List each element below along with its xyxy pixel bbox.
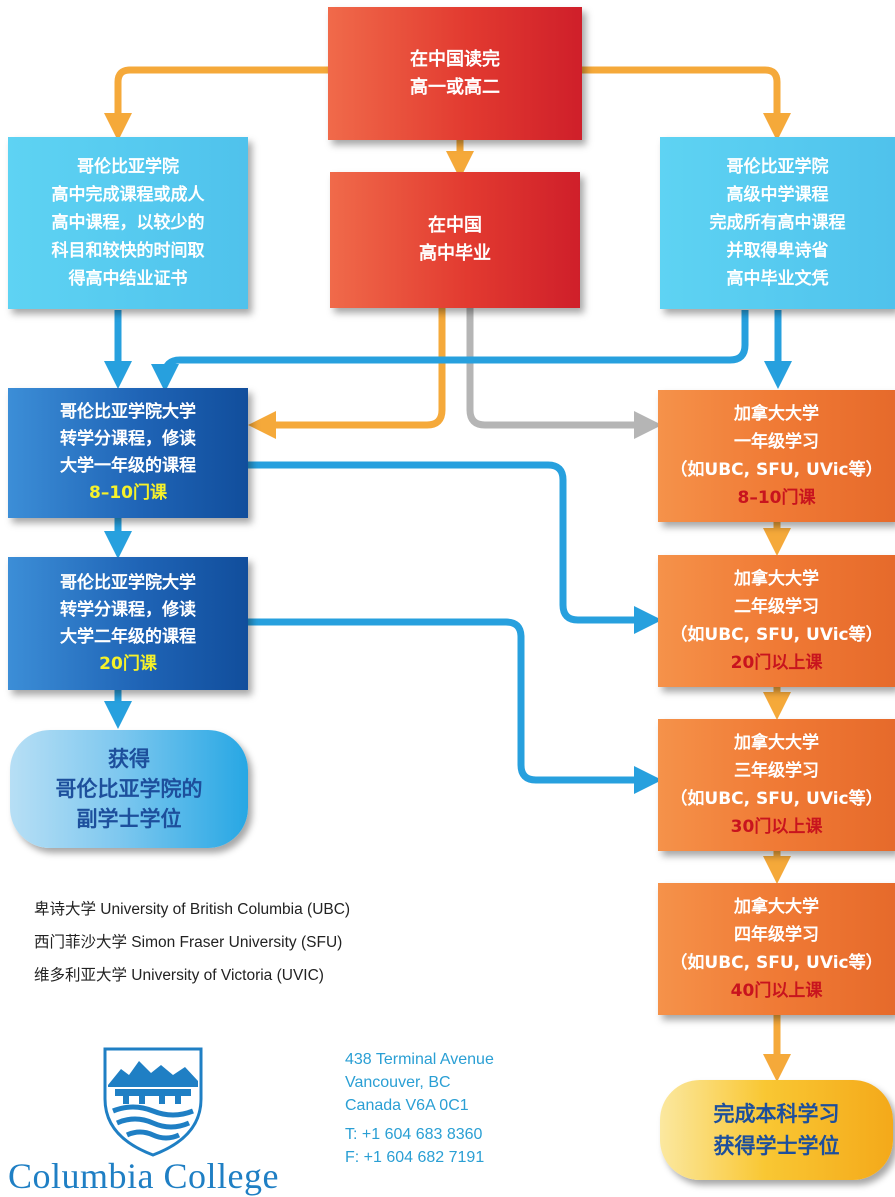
associate-degree-pill: 获得 哥伦比亚学院的 副学士学位 (10, 730, 248, 848)
contact-phone: T: +1 604 683 8360 (345, 1126, 483, 1143)
arrow-center-to-transfer1 (248, 308, 446, 439)
adult-highschool-line2: 高中完成课程或成人 (51, 185, 205, 205)
uni-year2-courses: 20门以上课 (730, 653, 823, 673)
senior-highschool-line1: 哥伦比亚学院 (726, 157, 829, 177)
adult-highschool-line4: 科目和较快的时间取 (51, 241, 205, 261)
senior-highschool-line4: 并取得卑诗省 (726, 241, 829, 261)
uni-year4-box: 加拿大大学 四年级学习 （如UBC, SFU, UVic等） 40门以上课 (658, 883, 895, 1015)
senior-highschool-box: 哥伦比亚学院 高级中学课程 完成所有高中课程 并取得卑诗省 高中毕业文凭 (660, 137, 895, 309)
senior-highschool-line3: 完成所有高中课程 (709, 213, 846, 233)
china-graduate-box: 在中国 高中毕业 (330, 172, 580, 308)
start-box: 在中国读完 高一或高二 (328, 7, 582, 140)
transfer-year2-line1: 哥伦比亚学院大学 (60, 572, 196, 593)
start-box-line1: 在中国读完 (410, 48, 500, 70)
senior-highschool-line2: 高级中学课程 (726, 185, 829, 205)
university-uvic: 维多利亚大学 University of Victoria (UVIC) (34, 967, 324, 984)
adult-highschool-line1: 哥伦比亚学院 (77, 157, 179, 177)
uni-year4-courses: 40门以上课 (730, 981, 823, 1001)
arrow-transfer2-to-uni3 (248, 618, 662, 794)
transfer-year1-courses: 8–10门课 (89, 483, 167, 503)
start-box-line2: 高一或高二 (410, 76, 500, 98)
adult-highschool-box: 哥伦比亚学院 高中完成课程或成人 高中课程，以较少的 科目和较快的时间取 得高中… (8, 137, 248, 309)
contact-street: 438 Terminal Avenue (345, 1051, 494, 1068)
uni-year2-example: （如UBC, SFU, UVic等） (670, 625, 883, 645)
uni-year1-box: 加拿大大学 一年级学习 （如UBC, SFU, UVic等） 8–10门课 (658, 390, 895, 522)
associate-line2: 哥伦比亚学院的 (55, 777, 203, 801)
uni-year2-year: 二年级学习 (734, 597, 819, 617)
uni-year3-title: 加拿大大学 (734, 733, 819, 753)
uni-year2-box: 加拿大大学 二年级学习 （如UBC, SFU, UVic等） 20门以上课 (658, 555, 895, 687)
uni-year4-year: 四年级学习 (734, 925, 819, 945)
university-ubc: 卑诗大学 University of British Columbia (UBC… (34, 901, 351, 918)
transfer-year2-box: 哥伦比亚学院大学 转学分课程，修读 大学二年级的课程 20门课 (8, 557, 248, 690)
bachelor-line1: 完成本科学习 (713, 1102, 840, 1126)
arrow-center-to-uni1 (466, 308, 662, 439)
transfer-year1-line3: 大学一年级的课程 (60, 456, 196, 476)
columbia-college-logo-icon (103, 1047, 203, 1157)
transfer-year1-line2: 转学分课程，修读 (60, 429, 196, 449)
adult-highschool-line3: 高中课程，以较少的 (51, 213, 205, 233)
university-list: 卑诗大学 University of British Columbia (UBC… (34, 893, 350, 992)
contact-city: Vancouver, BC (345, 1074, 451, 1091)
arrow-top-to-right (582, 66, 791, 141)
adult-highschool-line5: 得高中结业证书 (68, 269, 188, 289)
uni-year3-year: 三年级学习 (734, 761, 819, 781)
uni-year1-courses: 8–10门课 (737, 488, 816, 508)
contact-info: 438 Terminal Avenue Vancouver, BC Canada… (345, 1048, 494, 1169)
transfer-year2-courses: 20门课 (99, 653, 157, 674)
contact-fax: F: +1 604 682 7191 (345, 1149, 485, 1166)
arrow-right-to-transfer1 (151, 310, 749, 392)
uni-year3-box: 加拿大大学 三年级学习 （如UBC, SFU, UVic等） 30门以上课 (658, 719, 895, 851)
contact-country: Canada V6A 0C1 (345, 1097, 469, 1114)
uni-year1-year: 一年级学习 (734, 432, 819, 452)
china-graduate-line1: 在中国 (428, 215, 482, 236)
transfer-year2-line2: 转学分课程，修读 (60, 599, 196, 620)
uni-year1-title: 加拿大大学 (734, 404, 819, 424)
china-graduate-line2: 高中毕业 (419, 243, 491, 264)
associate-line1: 获得 (108, 747, 150, 771)
uni-year3-example: （如UBC, SFU, UVic等） (670, 789, 883, 809)
bachelor-degree-pill: 完成本科学习 获得学士学位 (660, 1080, 893, 1180)
arrow-transfer1-to-uni2 (248, 461, 662, 634)
uni-year2-title: 加拿大大学 (734, 569, 819, 589)
associate-line3: 副学士学位 (76, 807, 182, 831)
uni-year4-example: （如UBC, SFU, UVic等） (670, 953, 883, 973)
transfer-year1-box: 哥伦比亚学院大学 转学分课程，修读 大学一年级的课程 8–10门课 (8, 388, 248, 518)
arrow-top-to-left (104, 66, 328, 141)
bachelor-line2: 获得学士学位 (713, 1134, 840, 1158)
transfer-year1-line1: 哥伦比亚学院大学 (60, 402, 196, 422)
university-sfu: 西门菲沙大学 Simon Fraser University (SFU) (34, 934, 343, 951)
uni-year1-example: （如UBC, SFU, UVic等） (670, 460, 883, 480)
uni-year3-courses: 30门以上课 (730, 817, 823, 837)
transfer-year2-line3: 大学二年级的课程 (60, 626, 196, 647)
brand-name: Columbia College (8, 1156, 279, 1196)
uni-year4-title: 加拿大大学 (734, 897, 819, 917)
senior-highschool-line5: 高中毕业文凭 (726, 269, 829, 289)
